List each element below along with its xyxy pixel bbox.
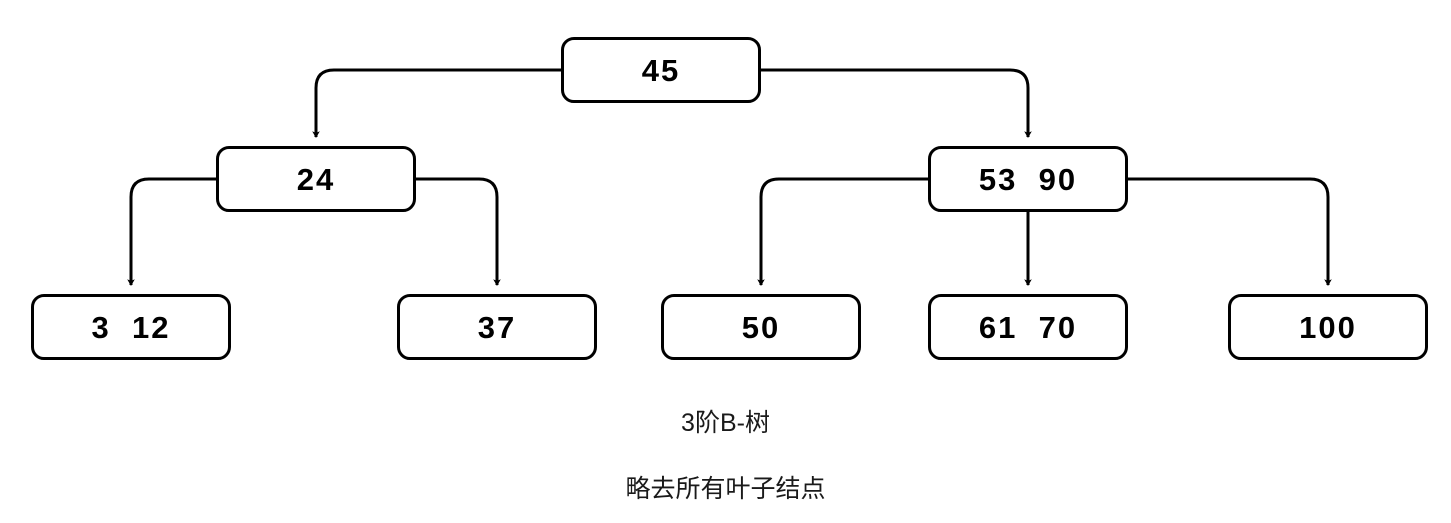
btree-node-3-12[interactable]: 3 12 [31,294,231,360]
node-keys-label: 3 12 [91,309,171,345]
diagram-caption-note: 略去所有叶子结点 [625,475,826,503]
edge-5390-to-100 [1128,177,1332,287]
edge-24-to-312 [127,177,216,287]
node-keys-label: 45 [641,52,681,88]
btree-node-50[interactable]: 50 [661,294,861,360]
edge-24-to-37 [416,177,501,287]
node-keys-label: 61 70 [978,309,1078,345]
node-keys-label: 24 [296,161,336,197]
btree-node-61-70[interactable]: 61 70 [928,294,1128,360]
node-keys-label: 37 [477,309,517,345]
btree-node-53-90[interactable]: 53 90 [928,146,1128,212]
edge-root-to-5390 [761,68,1032,139]
edge-5390-to-50 [757,177,928,287]
edge-root-to-24 [312,68,561,139]
btree-node-24[interactable]: 24 [216,146,416,212]
btree-node-37[interactable]: 37 [397,294,597,360]
node-keys-label: 50 [741,309,781,345]
node-keys-label: 100 [1299,309,1357,345]
node-keys-label: 53 90 [978,161,1078,197]
btree-node-100[interactable]: 100 [1228,294,1428,360]
diagram-caption-title: 3阶B-树 [681,409,770,437]
btree-node-root[interactable]: 45 [561,37,761,103]
